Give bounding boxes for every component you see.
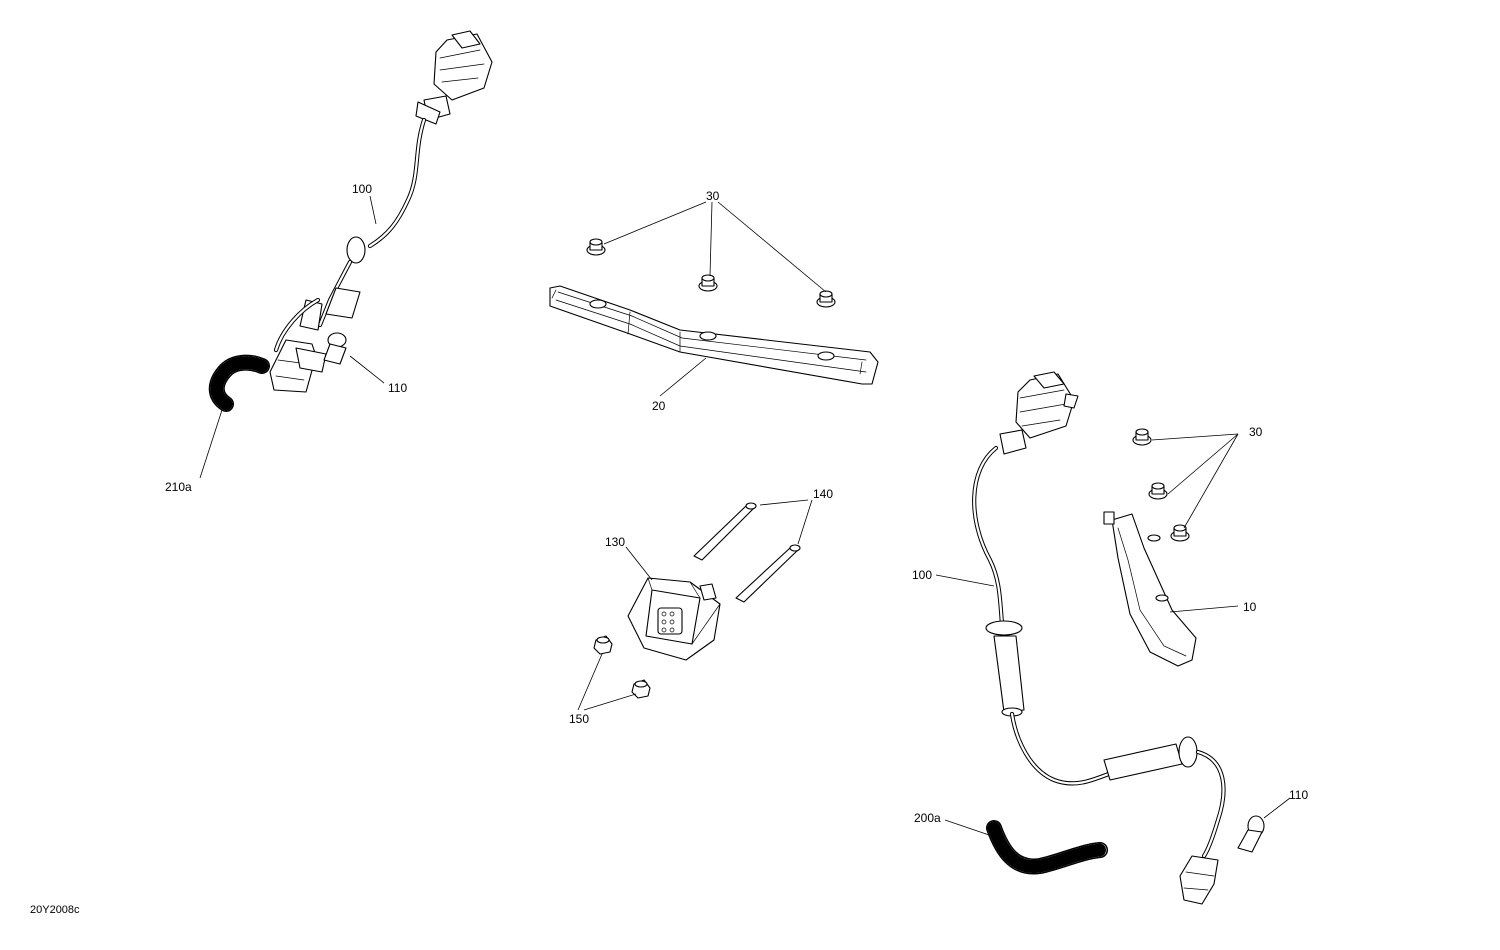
pins-140 bbox=[693, 502, 801, 603]
callout-200a: 200a bbox=[914, 811, 941, 825]
callout-210a: 210a bbox=[165, 480, 192, 494]
bracket-20 bbox=[549, 285, 879, 385]
harness-connector-left bbox=[415, 30, 493, 125]
callout-110-bottom: 110 bbox=[1289, 788, 1308, 802]
callout-30-right: 30 bbox=[1249, 425, 1263, 439]
push-nut bbox=[698, 274, 718, 292]
control-module-130 bbox=[627, 577, 721, 661]
callout-30-top: 30 bbox=[706, 189, 720, 203]
push-nuts-30-right bbox=[1132, 428, 1190, 542]
conduit-200a bbox=[986, 820, 1108, 875]
push-nuts-30-top bbox=[586, 238, 836, 308]
push-nut bbox=[816, 290, 836, 308]
callout-140: 140 bbox=[813, 487, 833, 501]
leader-lines bbox=[199, 195, 1291, 837]
sensor-harness-right bbox=[972, 371, 1226, 905]
callout-100-right: 100 bbox=[912, 568, 932, 582]
sensor-harness-left bbox=[269, 30, 493, 393]
push-nut bbox=[1170, 524, 1190, 542]
callout-150: 150 bbox=[569, 712, 589, 726]
conduit-210a bbox=[208, 354, 270, 412]
harness-connector-right bbox=[999, 371, 1079, 455]
callout-130: 130 bbox=[605, 535, 625, 549]
callout-100-top: 100 bbox=[352, 182, 372, 196]
push-nut bbox=[1148, 482, 1168, 500]
figure-code: 20Y2008c bbox=[30, 904, 80, 916]
nuts-150 bbox=[593, 635, 651, 699]
bolt-110-top bbox=[323, 332, 347, 365]
bracket-10 bbox=[1103, 511, 1197, 667]
callout-110-top: 110 bbox=[388, 381, 407, 395]
push-nut bbox=[1132, 428, 1152, 446]
push-nut bbox=[586, 238, 606, 256]
bolt-110-bottom bbox=[1237, 815, 1265, 853]
callout-20: 20 bbox=[652, 399, 666, 413]
callout-10: 10 bbox=[1243, 600, 1257, 614]
